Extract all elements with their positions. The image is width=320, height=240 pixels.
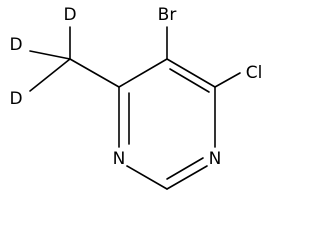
atom-label-cl: Cl <box>246 63 263 83</box>
bond-c4-cl <box>214 72 241 88</box>
bond-cd3-d2 <box>29 50 71 60</box>
atom-label-n1: N <box>113 149 126 169</box>
bond-n3-c2 <box>166 165 208 190</box>
bond-n3-c2-inner <box>166 157 204 180</box>
bond-c6-c5 <box>118 58 168 88</box>
atom-labels: Br Cl N N D D D <box>9 5 262 169</box>
atom-label-br: Br <box>158 5 177 25</box>
atom-label-d3: D <box>9 89 22 109</box>
bond-c5-c4 <box>166 58 216 88</box>
bond-c2-n1 <box>126 165 168 190</box>
atom-label-n3: N <box>209 149 222 169</box>
atom-label-d2: D <box>9 35 22 55</box>
bond-cd3-d3 <box>29 58 71 92</box>
bond-c5-c4-inner <box>169 68 210 93</box>
atom-label-d1: D <box>63 5 76 25</box>
bond-c6-cd3 <box>69 58 120 88</box>
bonds <box>29 26 241 190</box>
molecule-structure-diagram: Br Cl N N D D D <box>9 5 262 190</box>
